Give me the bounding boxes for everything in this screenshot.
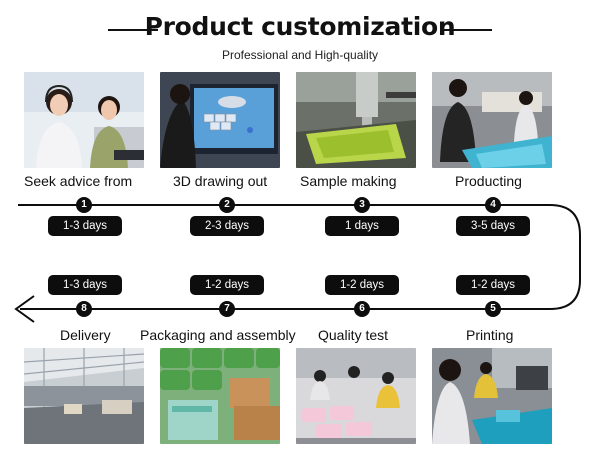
cnc-machine-photo	[296, 72, 416, 168]
step-8-label: Delivery	[60, 327, 111, 343]
title-rule-right	[442, 29, 492, 31]
step-5-label: Printing	[466, 327, 514, 343]
packaging-photo	[160, 348, 280, 444]
step-3-number: 3	[354, 197, 370, 213]
quality-inspection-photo	[296, 348, 416, 444]
step-4-duration: 3-5 days	[456, 216, 530, 236]
page-subtitle: Professional and High-quality	[221, 48, 379, 62]
printing-photo	[432, 348, 552, 444]
header: Product customization	[0, 10, 600, 50]
step-5-number: 5	[485, 301, 501, 317]
step-2-duration: 2-3 days	[190, 216, 264, 236]
3d-design-photo	[160, 72, 280, 168]
step-1-label: Seek advice from	[24, 173, 133, 189]
step-6-number: 6	[354, 301, 370, 317]
step-7-duration: 1-2 days	[190, 275, 264, 295]
step-1-duration: 1-3 days	[48, 216, 122, 236]
step-1-number: 1	[76, 197, 92, 213]
step-4-number: 4	[485, 197, 501, 213]
step-6-duration: 1-2 days	[325, 275, 399, 295]
arrow-left-icon	[14, 295, 35, 323]
step-8-number: 8	[76, 301, 92, 317]
step-7-label: Packaging and assembly	[140, 327, 296, 343]
production-line-photo	[432, 72, 552, 168]
warehouse-photo	[24, 348, 144, 444]
step-5-duration: 1-2 days	[456, 275, 530, 295]
customer-service-photo	[24, 72, 144, 168]
step-2-label: 3D drawing out	[173, 173, 268, 189]
step-7-number: 7	[219, 301, 235, 317]
step-3-label: Sample making	[300, 173, 397, 189]
title-rule-left	[108, 29, 158, 31]
step-3-duration: 1 days	[325, 216, 399, 236]
step-8-duration: 1-3 days	[48, 275, 122, 295]
step-4-label: Producting	[455, 173, 522, 189]
step-6-label: Quality test	[318, 327, 389, 343]
page-title: Product customization	[144, 12, 456, 41]
step-2-number: 2	[219, 197, 235, 213]
